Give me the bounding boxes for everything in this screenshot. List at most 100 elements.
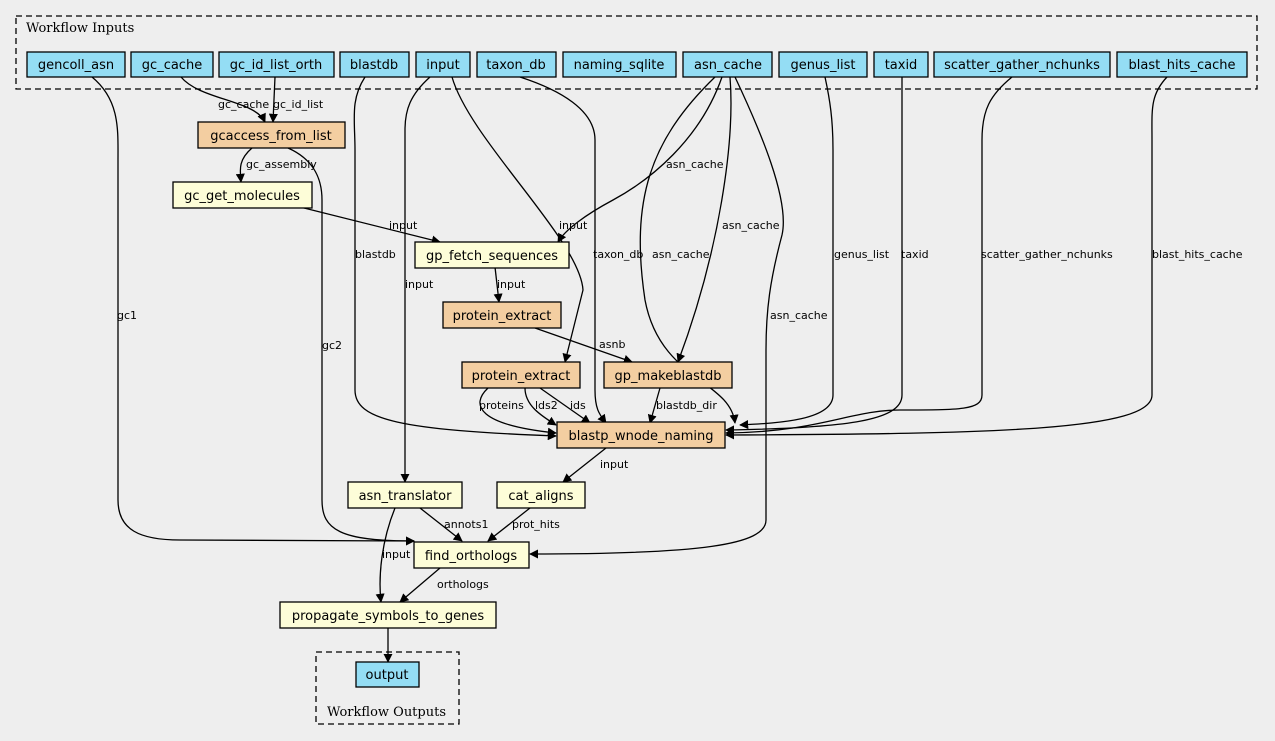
- edge-genus-list: [739, 76, 834, 430]
- node-gencoll-asn-label: gencoll_asn: [38, 58, 114, 73]
- edge-label-blastdb-dir: blastdb_dir: [656, 399, 717, 412]
- node-cat-aligns-label: cat_aligns: [508, 489, 573, 504]
- edge-gc2: [287, 147, 415, 546]
- edges: [91, 76, 1168, 663]
- edge-label-taxid: taxid: [901, 248, 929, 261]
- edge-taxon-db: [519, 76, 607, 424]
- node-gp-fetch-sequences-label: gp_fetch_sequences: [426, 249, 558, 264]
- node-gp-fetch-sequences[interactable]: gp_fetch_sequences: [414, 241, 570, 269]
- edge-label-taxon-db: taxon_db: [593, 248, 643, 261]
- edge-label-prot-hits: prot_hits: [512, 518, 560, 531]
- node-gc-cache-label: gc_cache: [142, 58, 202, 73]
- node-gcaccess-from-list[interactable]: gcaccess_from_list: [197, 121, 346, 149]
- edge-label-asn-cache-makeblastdb: asn_cache: [722, 219, 780, 232]
- node-protein-extract-1[interactable]: protein_extract: [442, 301, 562, 329]
- edge-labels: gc_cache gc_id_list gc_assembly gc1 gc2 …: [117, 98, 1243, 591]
- edge-taxid: [725, 77, 903, 435]
- input-nodes: gencoll_asn gc_cache gc_id_list_orth bla…: [26, 51, 1248, 78]
- edge-label-input-propagate: input: [382, 548, 411, 561]
- edge-proteins: [479, 387, 557, 437]
- edge-label-scatter-gather: scatter_gather_nchunks: [981, 248, 1113, 261]
- node-find-orthologs[interactable]: find_orthologs: [413, 541, 530, 569]
- edge-label-blastdb: blastdb: [355, 248, 396, 261]
- edge-orthologs: [399, 567, 441, 603]
- edge-blastdb-dir: [647, 387, 661, 424]
- node-scatter-gather-nchunks[interactable]: scatter_gather_nchunks: [933, 51, 1111, 78]
- node-gc-get-molecules-label: gc_get_molecules: [184, 189, 300, 204]
- node-find-orthologs-label: find_orthologs: [425, 549, 518, 564]
- node-gcaccess-from-list-label: gcaccess_from_list: [210, 129, 332, 144]
- outputs-cluster-label: Workflow Outputs: [327, 705, 446, 720]
- edge-prot-hits: [487, 507, 531, 542]
- inputs-cluster-label: Workflow Inputs: [26, 21, 134, 36]
- edge-blastdb: [353, 76, 557, 441]
- node-propagate-symbols-to-genes-label: propagate_symbols_to_genes: [292, 609, 485, 624]
- edge-label-gc2: gc2: [322, 339, 342, 352]
- node-gc-get-molecules[interactable]: gc_get_molecules: [172, 181, 313, 209]
- node-input[interactable]: input: [415, 51, 471, 78]
- node-blastp-wnode-naming[interactable]: blastp_wnode_naming: [556, 421, 726, 449]
- edge-asn-cache-makeblastdb: [676, 76, 732, 363]
- node-naming-sqlite[interactable]: naming_sqlite: [562, 51, 677, 78]
- edge-label-asn-cache-blastp: asn_cache: [652, 248, 710, 261]
- edge-fetch-protein-extract: [493, 266, 503, 303]
- node-protein-extract-2-label: protein_extract: [472, 369, 571, 384]
- edge-asn-cache-fetch: [557, 76, 723, 243]
- edge-label-input-cat: input: [600, 458, 629, 471]
- edge-label-asnb: asnb: [599, 338, 625, 351]
- node-cat-aligns[interactable]: cat_aligns: [496, 481, 586, 509]
- edge-label-input-fetch: input: [389, 219, 418, 232]
- edge-label-proteins: proteins: [479, 399, 524, 412]
- edge-label-annots1: annots1: [444, 518, 488, 531]
- edge-label-gc-assembly: gc_assembly: [246, 158, 317, 171]
- node-protein-extract-1-label: protein_extract: [453, 309, 552, 324]
- edge-gc-assembly: [235, 147, 253, 183]
- node-propagate-symbols-to-genes[interactable]: propagate_symbols_to_genes: [279, 601, 497, 629]
- node-blastdb-label: blastdb: [350, 58, 398, 73]
- edge-blast-hits-cache: [725, 76, 1168, 440]
- edge-label-gc-cache: gc_cache: [218, 98, 269, 111]
- node-input-label: input: [426, 58, 459, 73]
- node-blast-hits-cache[interactable]: blast_hits_cache: [1116, 51, 1248, 78]
- node-protein-extract-2[interactable]: protein_extract: [461, 361, 581, 389]
- edge-label-ids: ids: [570, 399, 586, 412]
- inputs-cluster: [15, 15, 1258, 90]
- node-blastdb[interactable]: blastdb: [339, 51, 410, 78]
- edge-annots1: [419, 507, 463, 542]
- node-asn-translator-label: asn_translator: [359, 489, 453, 504]
- node-gc-id-list-orth[interactable]: gc_id_list_orth: [218, 51, 335, 78]
- node-gencoll-asn[interactable]: gencoll_asn: [26, 51, 126, 78]
- edge-gc-id-list: [268, 76, 278, 123]
- node-gc-cache[interactable]: gc_cache: [130, 51, 214, 78]
- node-gp-makeblastdb[interactable]: gp_makeblastdb: [603, 361, 733, 389]
- edge-gc1: [91, 76, 415, 546]
- node-taxon-db[interactable]: taxon_db: [476, 51, 557, 78]
- node-taxid[interactable]: taxid: [873, 51, 929, 78]
- edge-scatter-gather: [725, 76, 1013, 438]
- edge-lds2: [524, 387, 557, 426]
- node-gc-id-list-orth-label: gc_id_list_orth: [230, 58, 323, 73]
- edge-label-genus-list: genus_list: [834, 248, 890, 261]
- edge-label-input-translator: input: [405, 278, 434, 291]
- edge-ids: [539, 387, 591, 424]
- node-asn-cache[interactable]: asn_cache: [682, 51, 773, 78]
- node-asn-translator[interactable]: asn_translator: [347, 481, 463, 509]
- edge-asn-cache-orthologs: [529, 76, 784, 559]
- edge-label-blast-hits-cache: blast_hits_cache: [1152, 248, 1243, 261]
- edge-label-input-protein-extract2: input: [497, 278, 526, 291]
- node-output-label: output: [366, 668, 409, 683]
- edge-molecules-fetch: [299, 206, 441, 245]
- node-scatter-gather-nchunks-label: scatter_gather_nchunks: [944, 58, 1100, 73]
- node-output[interactable]: output: [355, 661, 420, 688]
- edge-input-translator: [400, 76, 431, 483]
- node-genus-list[interactable]: genus_list: [778, 51, 868, 78]
- edge-label-asn-cache-orthologs: asn_cache: [770, 309, 828, 322]
- edge-label-lds2: lds2: [535, 399, 558, 412]
- node-taxon-db-label: taxon_db: [486, 58, 546, 73]
- edge-input-protein-extract: [451, 76, 584, 363]
- edge-label-asn-cache-fetch: asn_cache: [666, 158, 724, 171]
- edge-input-propagate: [375, 507, 396, 603]
- edge-asn-cache-blastp: [639, 76, 739, 424]
- step-nodes: gcaccess_from_list gc_get_molecules gp_f…: [172, 121, 733, 629]
